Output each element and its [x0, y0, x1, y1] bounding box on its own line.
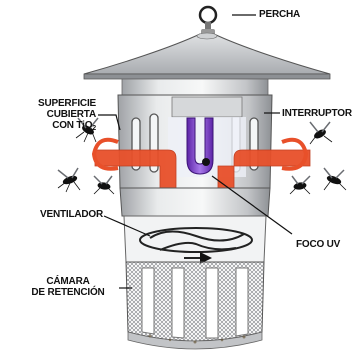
- label-perch: PERCHA: [259, 9, 300, 20]
- label-chamber-line1: CÁMARA: [20, 276, 116, 287]
- label-fan: VENTILADOR: [40, 209, 103, 220]
- label-surface-line3-text: CON TiO: [52, 120, 92, 131]
- label-surface-subscript: 2: [92, 125, 96, 132]
- label-chamber-line2: DE RETENCIÓN: [20, 287, 116, 298]
- label-switch: INTERRUPTOR: [282, 108, 352, 119]
- label-retention-chamber: CÁMARA DE RETENCIÓN: [20, 276, 116, 298]
- label-tio2-surface: SUPERFICIE CUBIERTA CON TiO2: [2, 98, 96, 134]
- perch-hook: [200, 7, 216, 35]
- retention-chamber: [126, 262, 264, 349]
- label-surface-line1: SUPERFICIE: [2, 98, 96, 109]
- label-surface-line3: CON TiO2: [2, 120, 96, 134]
- fan-housing: [120, 188, 270, 262]
- label-surface-line2: CUBIERTA: [2, 109, 96, 120]
- label-uv-bulb: FOCO UV: [296, 239, 340, 250]
- roof-cover: [84, 33, 330, 79]
